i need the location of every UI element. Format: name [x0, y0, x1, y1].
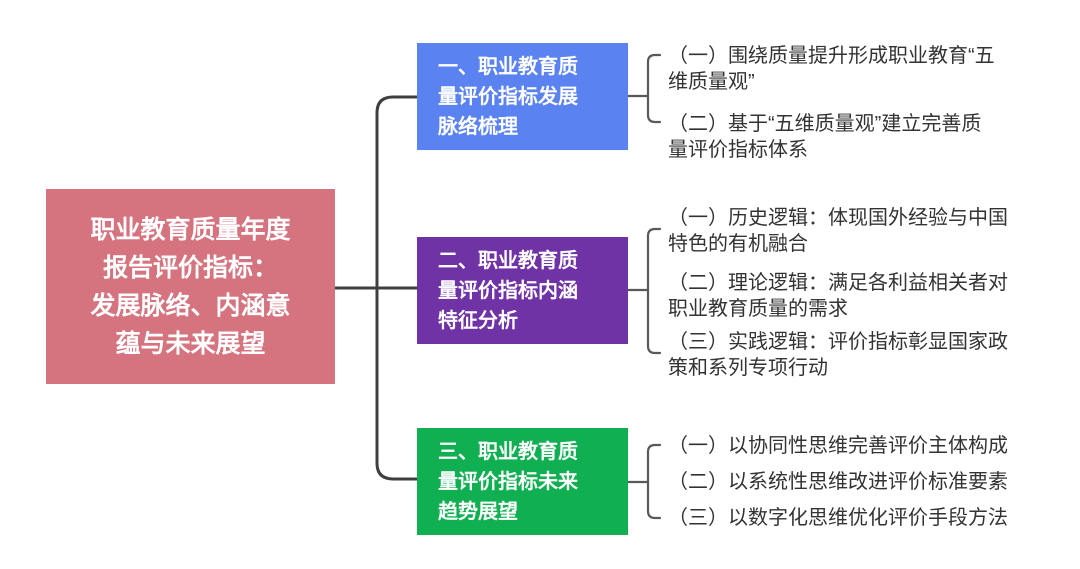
root-node: 职业教育质量年度 报告评价指标： 发展脉络、内涵意 蕴与未来展望 [46, 189, 335, 384]
branch-node-2: 二、职业教育质 量评价指标内涵 特征分析 [417, 237, 628, 344]
leaf-item-2-3: （三）实践逻辑：评价指标彰显国家政 策和系列专项行动 [668, 331, 1008, 379]
branch2-bracket [646, 227, 662, 355]
branch-node-3: 三、职业教育质 量评价指标未来 趋势展望 [417, 428, 628, 535]
branch3-bracket [646, 443, 662, 520]
leaf-item-2-2: （二）理论逻辑：满足各利益相关者对 职业教育质量的需求 [668, 272, 1008, 320]
leaf-item-3-2: （二）以系统性思维改进评价标准要素 [668, 471, 1008, 493]
spine-line [375, 95, 419, 481]
leaf-item-3-1: （一）以协同性思维完善评价主体构成 [668, 435, 1008, 457]
leaf-item-3-3: （三）以数字化思维优化评价手段方法 [668, 507, 1008, 529]
branch1-bracket [646, 53, 662, 124]
branch-node-1: 一、职业教育质 量评价指标发展 脉络梳理 [417, 43, 628, 150]
leaf-item-1-1: （一）围绕质量提升形成职业教育“五 维质量观” [668, 45, 995, 93]
leaf-item-1-2: （二）基于“五维质量观”建立完善质 量评价指标体系 [668, 113, 982, 161]
leaf-item-2-1: （一）历史逻辑：体现国外经验与中国 特色的有机融合 [668, 207, 1008, 255]
